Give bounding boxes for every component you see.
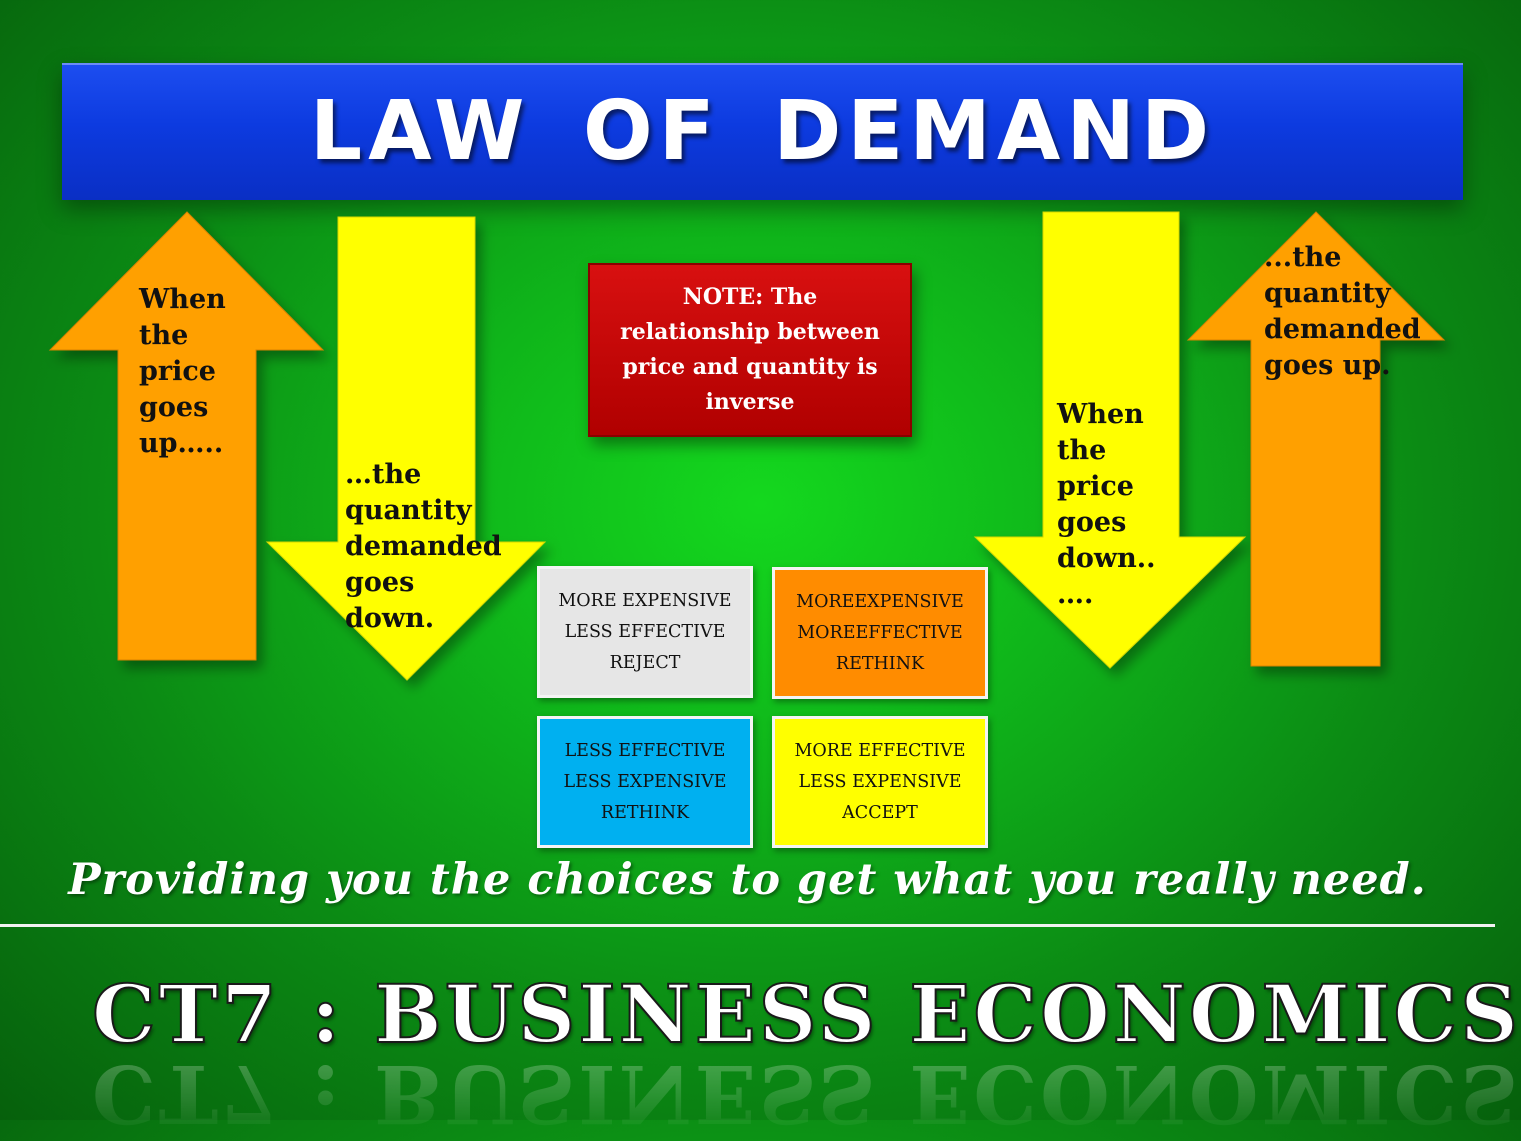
matrix-cell-rethink-expensive: MOREEXPENSIVE MOREEFFECTIVE RETHINK	[772, 567, 988, 699]
matrix-line: LESS EFFECTIVE	[564, 621, 726, 642]
up-arrow-quantity	[1186, 211, 1446, 667]
arrow-shape	[48, 211, 325, 661]
matrix-cell-accept: MORE EFFECTIVE LESS EXPENSIVE ACCEPT	[772, 716, 988, 848]
course-title: CT7 : BUSINESS ECONOMICS	[91, 967, 1521, 1061]
arrow-shape	[265, 216, 547, 681]
down-arrow-price	[973, 211, 1247, 669]
arrow-text-quantity-up: ...the quantity demanded goes up.	[1264, 242, 1421, 381]
title-banner: LAW OF DEMAND	[62, 63, 1463, 200]
course-title-reflection: CT7 : BUSINESS ECONOMICS	[92, 1047, 1521, 1141]
note-box: NOTE: The relationship between price and…	[588, 263, 912, 437]
matrix-line: MORE EXPENSIVE	[558, 590, 732, 611]
down-arrow-quantity	[265, 216, 547, 681]
course-title-block: CT7 : BUSINESS ECONOMICS CT7 : BUSINESS …	[91, 967, 1521, 1141]
tagline: Providing you the choices to get what yo…	[68, 855, 1427, 905]
page-title: LAW OF DEMAND	[309, 84, 1216, 179]
matrix-line: LESS EXPENSIVE	[798, 771, 962, 792]
arrow-text-price-down: When the price goes down.. ….	[1057, 399, 1156, 610]
matrix-line: MORE EFFECTIVE	[794, 740, 966, 761]
note-text: NOTE: The relationship between price and…	[620, 284, 880, 415]
matrix-line: ACCEPT	[842, 802, 918, 823]
arrow-shape	[973, 211, 1247, 669]
matrix-line: RETHINK	[835, 653, 925, 674]
matrix-line: REJECT	[609, 652, 681, 673]
matrix-line: MOREEXPENSIVE	[796, 591, 964, 612]
up-arrow-price	[48, 211, 325, 661]
matrix-line: MOREEFFECTIVE	[797, 622, 963, 643]
matrix-cell-reject: MORE EXPENSIVE LESS EFFECTIVE REJECT	[537, 566, 753, 698]
arrow-text-quantity-down: …the quantity demanded goes down.	[345, 459, 502, 634]
divider-line	[0, 924, 1495, 927]
arrow-text-price-up: When the price goes up…..	[139, 284, 226, 459]
matrix-cell-rethink-cheaper: LESS EFFECTIVE LESS EXPENSIVE RETHINK	[537, 716, 753, 848]
matrix-line: LESS EXPENSIVE	[563, 771, 727, 792]
arrow-shape	[1186, 211, 1446, 667]
matrix-line: RETHINK	[600, 802, 690, 823]
matrix-line: LESS EFFECTIVE	[564, 740, 726, 761]
